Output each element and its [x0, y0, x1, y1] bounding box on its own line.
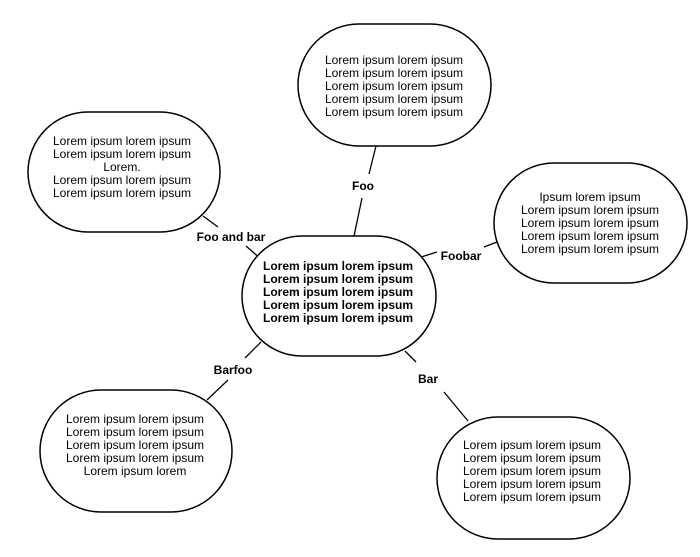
node-right-line: Lorem ipsum lorem ipsum — [521, 203, 659, 217]
node-top-line: Lorem ipsum lorem ipsum — [325, 66, 463, 80]
edge-line-bar — [443, 391, 469, 422]
node-top-line: Lorem ipsum lorem ipsum — [325, 105, 463, 119]
node-right-line: Lorem ipsum lorem ipsum — [521, 242, 659, 256]
node-right: Ipsum lorem ipsum Lorem ipsum lorem ipsu… — [493, 162, 688, 284]
edge-line-foo — [368, 145, 377, 175]
center-node-line: Lorem ipsum lorem ipsum — [263, 272, 413, 286]
node-bottom-left-line: Lorem ipsum lorem ipsum — [66, 412, 204, 426]
node-bottom-right-line: Lorem ipsum lorem ipsum — [463, 438, 601, 452]
center-node-line: Lorem ipsum lorem ipsum — [263, 298, 413, 312]
node-top-left-line: Lorem ipsum lorem ipsum — [53, 173, 191, 187]
edge-label-foo-and-bar: Foo and bar — [197, 230, 266, 244]
edge-line-foo — [353, 197, 363, 237]
node-top-line: Lorem ipsum lorem ipsum — [325, 79, 463, 93]
node-top-left-line: Lorem ipsum lorem ipsum — [53, 134, 191, 148]
node-bottom-left-line: Lorem ipsum lorem ipsum — [66, 438, 204, 452]
node-bottom-left-line: Lorem ipsum lorem — [84, 464, 187, 478]
node-right-line: Lorem ipsum lorem ipsum — [521, 216, 659, 230]
node-bottom-right-line: Lorem ipsum lorem ipsum — [463, 464, 601, 478]
node-top-left-line: Lorem ipsum lorem ipsum — [53, 147, 191, 161]
edge-line-barfoo — [244, 341, 262, 359]
node-top-left-line: Lorem ipsum lorem ipsum — [53, 186, 191, 200]
center-node: Lorem ipsum lorem ipsum Lorem ipsum lore… — [241, 235, 437, 357]
edge-line-barfoo — [206, 379, 229, 401]
edge-label-foo: Foo — [352, 179, 374, 193]
node-top: Lorem ipsum lorem ipsum Lorem ipsum lore… — [297, 23, 492, 147]
node-bottom-right-shape — [436, 416, 631, 540]
node-bottom-right-line: Lorem ipsum lorem ipsum — [463, 451, 601, 465]
node-top-left: Lorem ipsum lorem ipsum Lorem ipsum lore… — [27, 111, 221, 233]
center-node-line: Lorem ipsum lorem ipsum — [263, 311, 413, 325]
center-node-line: Lorem ipsum lorem ipsum — [263, 285, 413, 299]
node-bottom-right: Lorem ipsum lorem ipsum Lorem ipsum lore… — [436, 416, 631, 540]
center-node-line: Lorem ipsum lorem ipsum — [263, 259, 413, 273]
node-right-shape — [493, 162, 688, 284]
node-bottom-left-shape — [39, 389, 233, 513]
node-top-line: Lorem ipsum lorem ipsum — [325, 53, 463, 67]
node-top-left-line: Lorem. — [103, 160, 140, 174]
edge-label-foobar: Foobar — [441, 249, 482, 263]
center-node-shape — [241, 235, 437, 357]
node-bottom-right-line: Lorem ipsum lorem ipsum — [463, 477, 601, 491]
edge-line-foobar — [483, 241, 498, 248]
node-top-shape — [297, 23, 492, 147]
node-bottom-right-line: Lorem ipsum lorem ipsum — [463, 490, 601, 504]
edge-line-bar — [404, 350, 417, 363]
edge-line-foo-and-bar — [202, 215, 219, 228]
node-top-line: Lorem ipsum lorem ipsum — [325, 92, 463, 106]
node-right-line: Lorem ipsum lorem ipsum — [521, 229, 659, 243]
node-bottom-left-line: Lorem ipsum lorem ipsum — [66, 425, 204, 439]
node-right-line: Ipsum lorem ipsum — [539, 190, 640, 204]
node-bottom-left: Lorem ipsum lorem ipsum Lorem ipsum lore… — [39, 389, 233, 513]
edge-label-barfoo: Barfoo — [214, 363, 253, 377]
edge-label-bar: Bar — [418, 372, 438, 386]
node-bottom-left-line: Lorem ipsum lorem ipsum — [66, 451, 204, 465]
node-top-left-shape — [27, 111, 221, 233]
